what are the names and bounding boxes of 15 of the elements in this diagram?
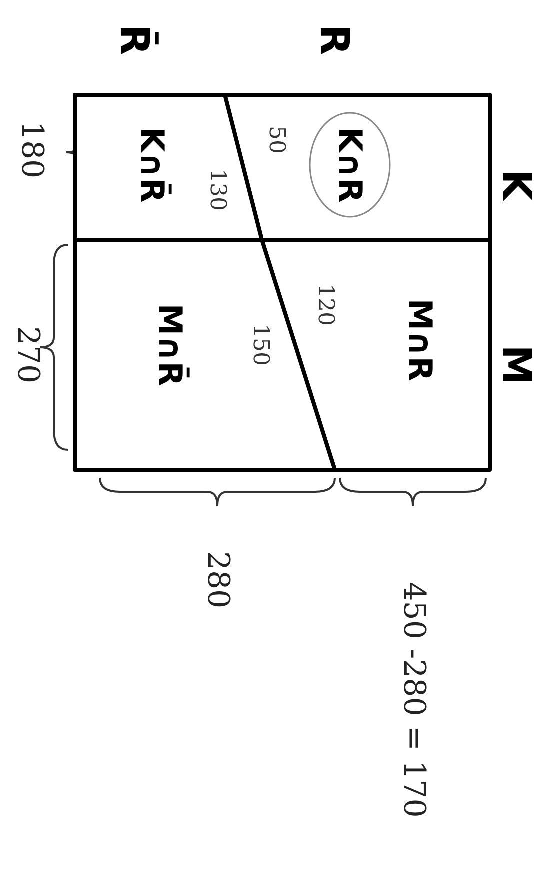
set-label: K: [494, 170, 534, 200]
region-label: K∩R: [332, 127, 368, 203]
count-value: 150: [248, 324, 272, 366]
total-value: 180: [16, 121, 48, 179]
equation: 450 -280 = 170: [398, 582, 430, 818]
count-value: 50: [264, 126, 288, 154]
count-value: 130: [204, 169, 230, 211]
count-value: 120: [312, 284, 338, 326]
region-label: K∩R̄: [134, 127, 170, 203]
total-value: 270: [12, 326, 44, 384]
region-label: M∩R̄: [152, 304, 188, 386]
set-label: R: [312, 24, 356, 56]
set-label: M: [494, 345, 534, 385]
total-value: 280: [202, 551, 234, 609]
region-label: M∩R: [402, 298, 438, 382]
